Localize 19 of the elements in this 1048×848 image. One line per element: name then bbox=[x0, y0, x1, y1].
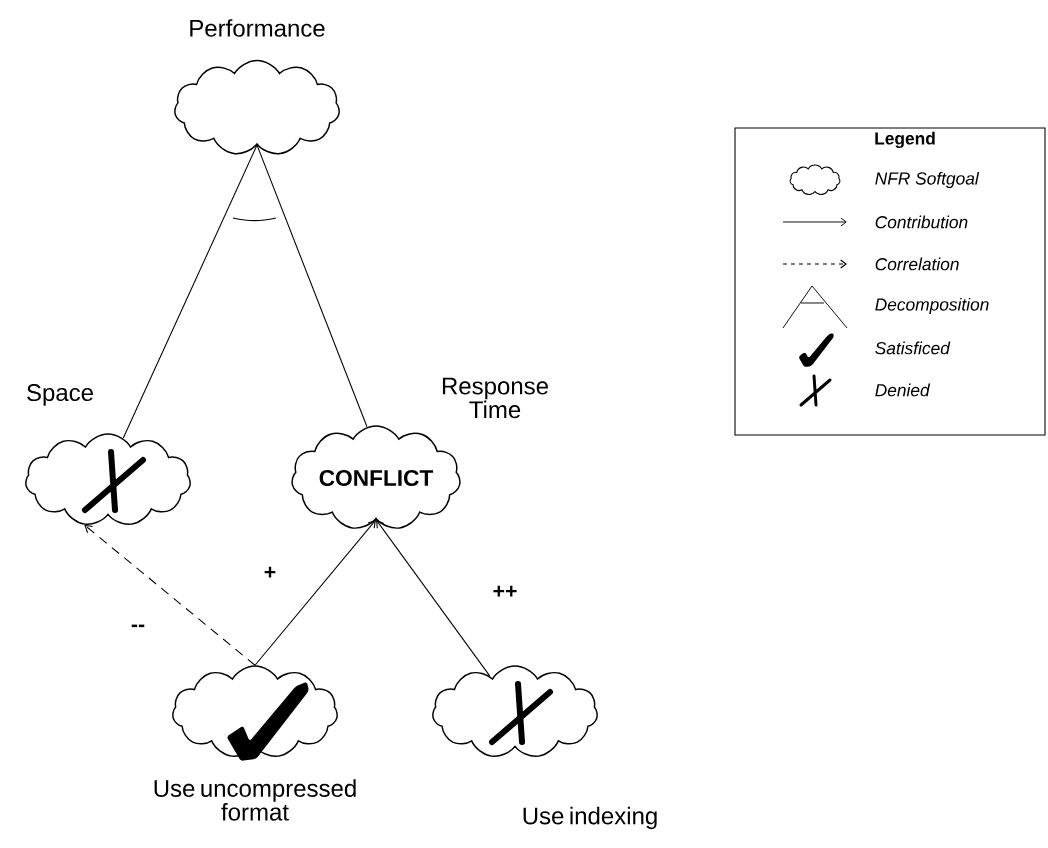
goal-name: Response Time bbox=[442, 377, 548, 419]
goal-name: Space bbox=[27, 384, 93, 406]
legend-text: Decomposition bbox=[875, 297, 989, 315]
legend-text: NFR Softgoal bbox=[875, 171, 980, 189]
arrow bbox=[84, 524, 256, 666]
goal-name: Performance bbox=[190, 19, 325, 37]
goal-name: Use uncompressed format bbox=[154, 779, 356, 821]
edge-label: + bbox=[262, 565, 278, 581]
edge-label: -- bbox=[129, 623, 147, 633]
goal-name: Use indexing bbox=[523, 806, 657, 830]
legend-text: Satisficed bbox=[875, 341, 951, 355]
legend-title: Legend bbox=[875, 131, 935, 149]
edge-label: ++ bbox=[491, 584, 519, 600]
softgoal-cloud: CONFLICT bbox=[291, 425, 461, 529]
legend-text: Correlation bbox=[875, 257, 959, 271]
arrow bbox=[254, 519, 376, 666]
legend-text: Denied bbox=[875, 383, 931, 397]
legend-text: Contribution bbox=[875, 215, 968, 229]
arrow bbox=[376, 519, 491, 677]
